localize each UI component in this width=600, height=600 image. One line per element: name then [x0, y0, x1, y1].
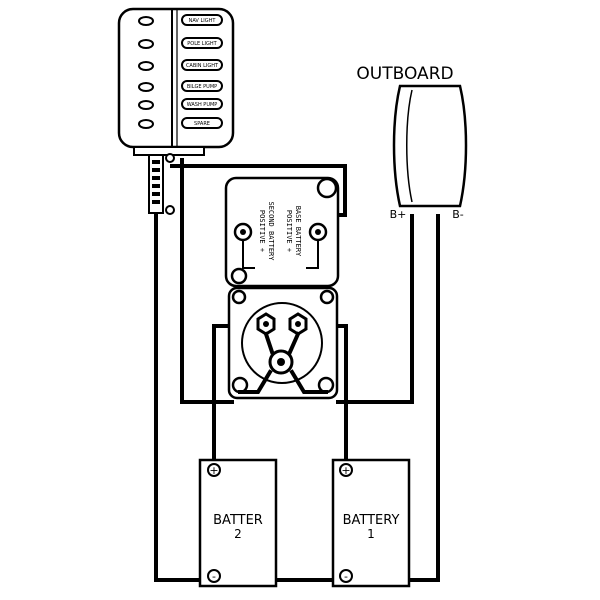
panel-switch-row[interactable]: SPARE [138, 117, 223, 129]
base-battery-label: BASE BATTERY [294, 206, 302, 257]
corner-screw [319, 289, 335, 305]
panel-switch-row[interactable]: BILGE PUMP [138, 80, 223, 92]
outboard-title: OUTBOARD [356, 64, 453, 84]
panel-switch-row[interactable]: POLE LIGHT [138, 37, 223, 49]
svg-text:-: - [344, 570, 348, 583]
corner-screw [317, 376, 335, 394]
outboard-motor: OUTBOARD B+ B- [356, 64, 468, 221]
toggle-switch[interactable] [181, 80, 223, 92]
switch-label: BILGE PUMP [187, 84, 217, 90]
fuse-icon [138, 39, 154, 49]
outboard-positive-label: B+ [390, 208, 407, 221]
switch-label: CABIN LIGHT [186, 63, 219, 69]
battery-2-number: 2 [234, 527, 242, 541]
fuse-icon [138, 82, 154, 92]
panel-switch-row[interactable]: WASH PUMP [138, 98, 223, 110]
battery-2-label: BATTER [213, 513, 263, 528]
battery-1-case [331, 458, 411, 588]
wiring [154, 158, 440, 582]
switch-label: WASH PUMP [187, 102, 218, 108]
svg-text:-: - [212, 570, 216, 583]
second-battery-sublabel: POSITIVE + [258, 210, 266, 252]
panel-feed-wire [180, 158, 234, 404]
toggle-switch[interactable] [181, 117, 223, 129]
battery-2-negative-terminal [207, 569, 221, 583]
switch-panel-body [117, 7, 235, 149]
outboard-negative-label: B- [452, 208, 464, 221]
second-battery-label: SECOND BATTERY [267, 201, 275, 261]
panel-switch-row[interactable]: NAV LIGHT [138, 14, 223, 26]
common-to-outboard-wire [336, 214, 414, 404]
fuse-icon [138, 61, 154, 71]
toggle-switch[interactable] [181, 14, 223, 26]
corner-screw [231, 289, 247, 305]
battery-switch[interactable]: SECOND BATTERY POSITIVE + BASE BATTERY P… [224, 176, 340, 400]
toggle-switch[interactable] [181, 37, 223, 49]
battery-1: + - BATTERY 1 [331, 458, 411, 588]
battery-2-case [198, 458, 278, 588]
feed-terminal [165, 153, 175, 163]
battery-1-negative-terminal [339, 569, 353, 583]
ground-terminal [165, 205, 175, 215]
fuse-icon [138, 119, 154, 129]
base-battery-sublabel: POSITIVE + [285, 210, 293, 252]
corner-screw [231, 376, 249, 394]
switch-label: NAV LIGHT [189, 18, 217, 24]
battery-1-label: BATTERY [343, 513, 400, 528]
mount-hole [230, 267, 248, 285]
battery-1-positive-terminal [339, 463, 353, 477]
battery-1-number: 1 [367, 527, 375, 541]
fuse-icon [138, 100, 154, 110]
switch-label: POLE LIGHT [187, 41, 217, 47]
toggle-switch[interactable] [181, 98, 223, 110]
svg-text:+: + [341, 464, 350, 477]
battery-switch-label-block [224, 176, 340, 288]
svg-text:+: + [209, 464, 218, 477]
switch-panel: NAV LIGHT POLE LIGHT CABIN LIGHT BILGE P… [117, 7, 235, 215]
switch-label: SPARE [194, 121, 210, 127]
panel-switch-row[interactable]: CABIN LIGHT [138, 59, 223, 71]
fuse-icon [138, 16, 154, 26]
mount-hole [316, 177, 338, 199]
outboard-body [392, 84, 468, 208]
battery-2: + - BATTER 2 [198, 458, 278, 588]
rotary-dial[interactable] [241, 302, 323, 384]
toggle-switch[interactable] [181, 59, 223, 71]
battery-2-positive-terminal [207, 463, 221, 477]
panel-ground-wire [154, 198, 214, 582]
